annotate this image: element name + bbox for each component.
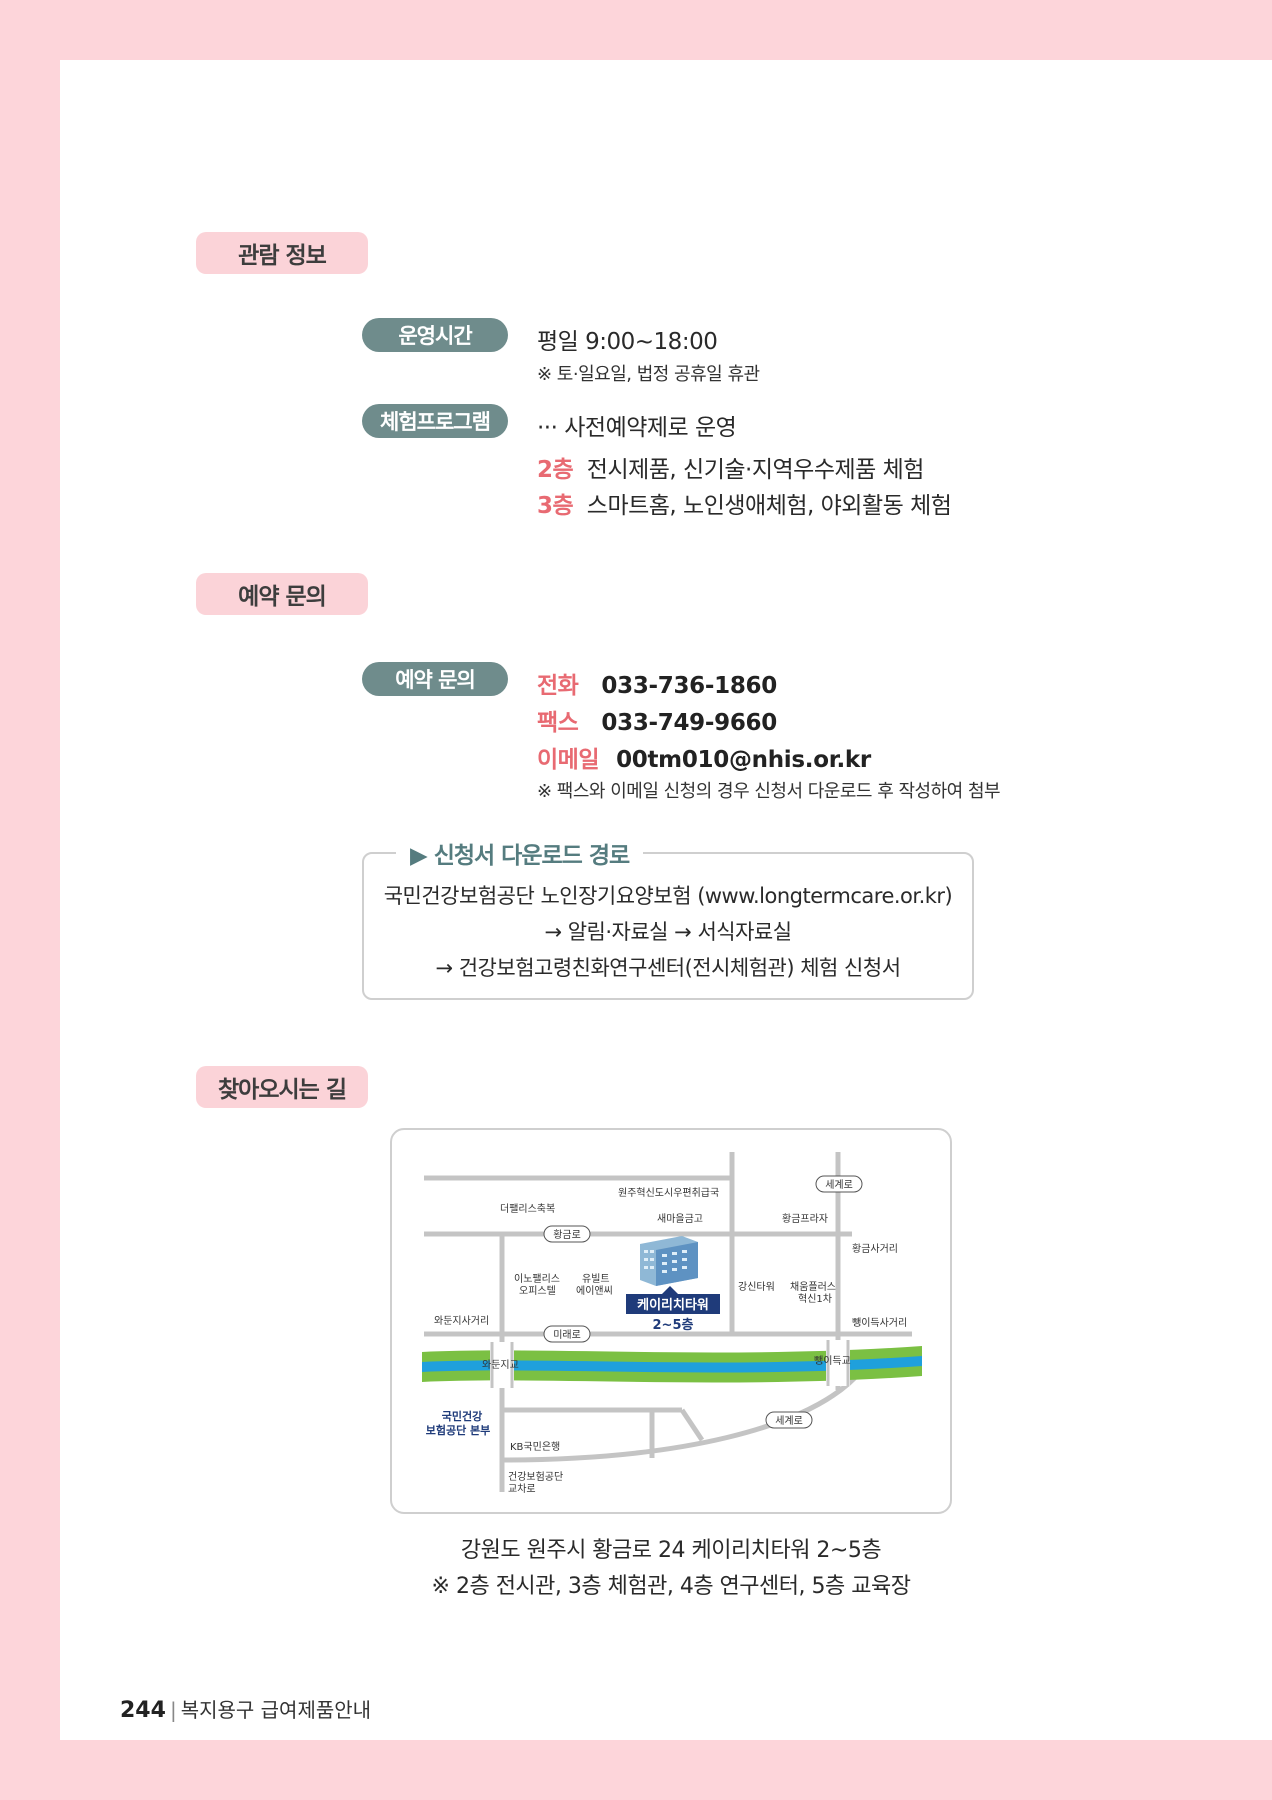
- map-label-ppaengi-bridge: 뺑이득교: [814, 1355, 851, 1367]
- page-footer: 244|복지용구 급여제품안내: [120, 1694, 371, 1723]
- map-target-name: 케이리치타워: [637, 1297, 709, 1313]
- program-intro: ··· 사전예약제로 운영: [537, 415, 737, 441]
- road-pill-miraero: 미래로: [543, 1325, 591, 1343]
- fax-label: 팩스: [537, 710, 579, 736]
- section-title-directions: 찾아오시는 길: [196, 1066, 368, 1108]
- map-label-hwanggeum-plaza: 황금프라자: [782, 1213, 828, 1225]
- map-label-waedunji-bridge: 와둔지교: [482, 1359, 519, 1371]
- program-floor-2: 2층: [537, 457, 574, 483]
- download-path-line-2: → 알림·자료실 → 서식자료실: [544, 920, 792, 944]
- location-map-svg: 세계로 황금로 미래로 세계로 원주혁신도시우편취급국 새마을금고 황금프라자 …: [422, 1152, 922, 1495]
- map-label-kb-bank: KB국민은행: [510, 1441, 560, 1453]
- contact-note: ※ 팩스와 이메일 신청의 경우 신청서 다운로드 후 작성하여 첨부: [537, 781, 1001, 802]
- map-label-chaeum: 채움플러스: [790, 1281, 836, 1293]
- footer-separator: |: [169, 1698, 177, 1722]
- map-label-the-palace: 더팰리스축복: [500, 1203, 555, 1215]
- map-label-chaeum-2: 혁신1차: [798, 1293, 832, 1305]
- download-path-box: [362, 852, 974, 1000]
- road-miraero-label: 미래로: [553, 1329, 581, 1341]
- hours-weekday: 평일 9:00~18:00: [537, 329, 718, 355]
- road-pill-segyero-top: 세계로: [815, 1175, 863, 1193]
- program-label: 체험프로그램: [362, 404, 508, 438]
- download-path-line-1: 국민건강보험공단 노인장기요양보험 (www.longtermcare.or.k…: [383, 884, 953, 908]
- phone-number[interactable]: 033-736-1860: [601, 673, 777, 699]
- phone-label: 전화: [537, 673, 579, 699]
- email-address[interactable]: 00tm010@nhis.or.kr: [616, 747, 871, 773]
- location-map: 세계로 황금로 미래로 세계로 원주혁신도시우편취급국 새마을금고 황금프라자 …: [390, 1128, 952, 1514]
- map-label-hwanggeum-intersection: 황금사거리: [852, 1243, 898, 1255]
- page-number: 244: [120, 1698, 166, 1723]
- footer-title: 복지용구 급여제품안내: [180, 1698, 372, 1722]
- road-segyero-top-label: 세계로: [825, 1179, 853, 1191]
- map-roads: [424, 1152, 912, 1492]
- building-icon: [640, 1236, 698, 1286]
- program-floor-3-text: 스마트홈, 노인생애체험, 야외활동 체험: [586, 493, 952, 519]
- map-label-gangsin: 강신타워: [738, 1280, 775, 1293]
- contact-email-row: 이메일 00tm010@nhis.or.kr: [537, 740, 871, 774]
- contact-fax-row: 팩스 033-749-9660: [537, 703, 777, 737]
- program-floor-row: 3층 스마트홈, 노인생애체험, 야외활동 체험: [537, 486, 952, 520]
- map-target-floors: 2~5층: [653, 1317, 694, 1333]
- program-floor-3: 3층: [537, 493, 574, 519]
- address-line-1: 강원도 원주시 황금로 24 케이리치타워 2~5층: [460, 1538, 882, 1563]
- road-pill-segyero-bottom: 세계로: [765, 1411, 813, 1429]
- map-label-yubilt-2: 에이앤씨: [576, 1285, 613, 1297]
- map-label-ppaengi-intersection: 뺑이득사거리: [852, 1317, 907, 1329]
- target-label-box: [626, 1294, 720, 1314]
- map-river: [422, 1346, 922, 1383]
- map-label-nhis-intersection: 건강보험공단: [508, 1471, 563, 1483]
- contact-phone-row: 전화 033-736-1860: [537, 666, 777, 700]
- address-line-2: ※ 2층 전시관, 3층 체험관, 4층 연구센터, 5층 교육장: [431, 1574, 911, 1599]
- map-label-nhis-hq-2: 보험공단 본부: [426, 1423, 491, 1437]
- target-pointer-icon: [662, 1286, 678, 1294]
- program-floor-row: 2층 전시제품, 신기술·지역우수제품 체험: [537, 450, 924, 484]
- email-label: 이메일: [537, 747, 599, 773]
- road-pill-hwanggeumro: 황금로: [543, 1225, 591, 1243]
- map-label-post: 원주혁신도시우편취급국: [618, 1187, 719, 1199]
- download-path-title: ▶ 신청서 다운로드 경로: [396, 836, 644, 870]
- section-title-viewing: 관람 정보: [196, 232, 368, 274]
- hours-label: 운영시간: [362, 318, 508, 352]
- road-hwanggeumro-label: 황금로: [553, 1229, 581, 1241]
- road-segyero-bottom-label: 세계로: [775, 1415, 803, 1427]
- map-label-inno-palace: 이노팰리스: [514, 1273, 560, 1285]
- map-label-waedunji-intersection: 와둔지사거리: [434, 1315, 489, 1327]
- hours-note: ※ 토·일요일, 법정 공휴일 휴관: [537, 364, 760, 385]
- map-label-saemaeul: 새마을금고: [657, 1213, 703, 1225]
- map-label-inno-palace-2: 오피스텔: [519, 1285, 556, 1297]
- map-label-nhis-hq: 국민건강: [442, 1409, 482, 1423]
- contact-label: 예약 문의: [362, 662, 508, 696]
- map-label-nhis-intersection-2: 교차로: [508, 1483, 536, 1495]
- map-label-yubilt: 유빌트: [582, 1273, 610, 1285]
- program-floor-2-text: 전시제품, 신기술·지역우수제품 체험: [586, 457, 925, 483]
- fax-number: 033-749-9660: [601, 710, 777, 736]
- section-title-reservation: 예약 문의: [196, 573, 368, 615]
- map-bridges: [490, 1340, 850, 1388]
- map-bridge-lines: [490, 1340, 850, 1388]
- download-path-line-3: → 건강보험고령친화연구센터(전시체험관) 체험 신청서: [435, 956, 901, 980]
